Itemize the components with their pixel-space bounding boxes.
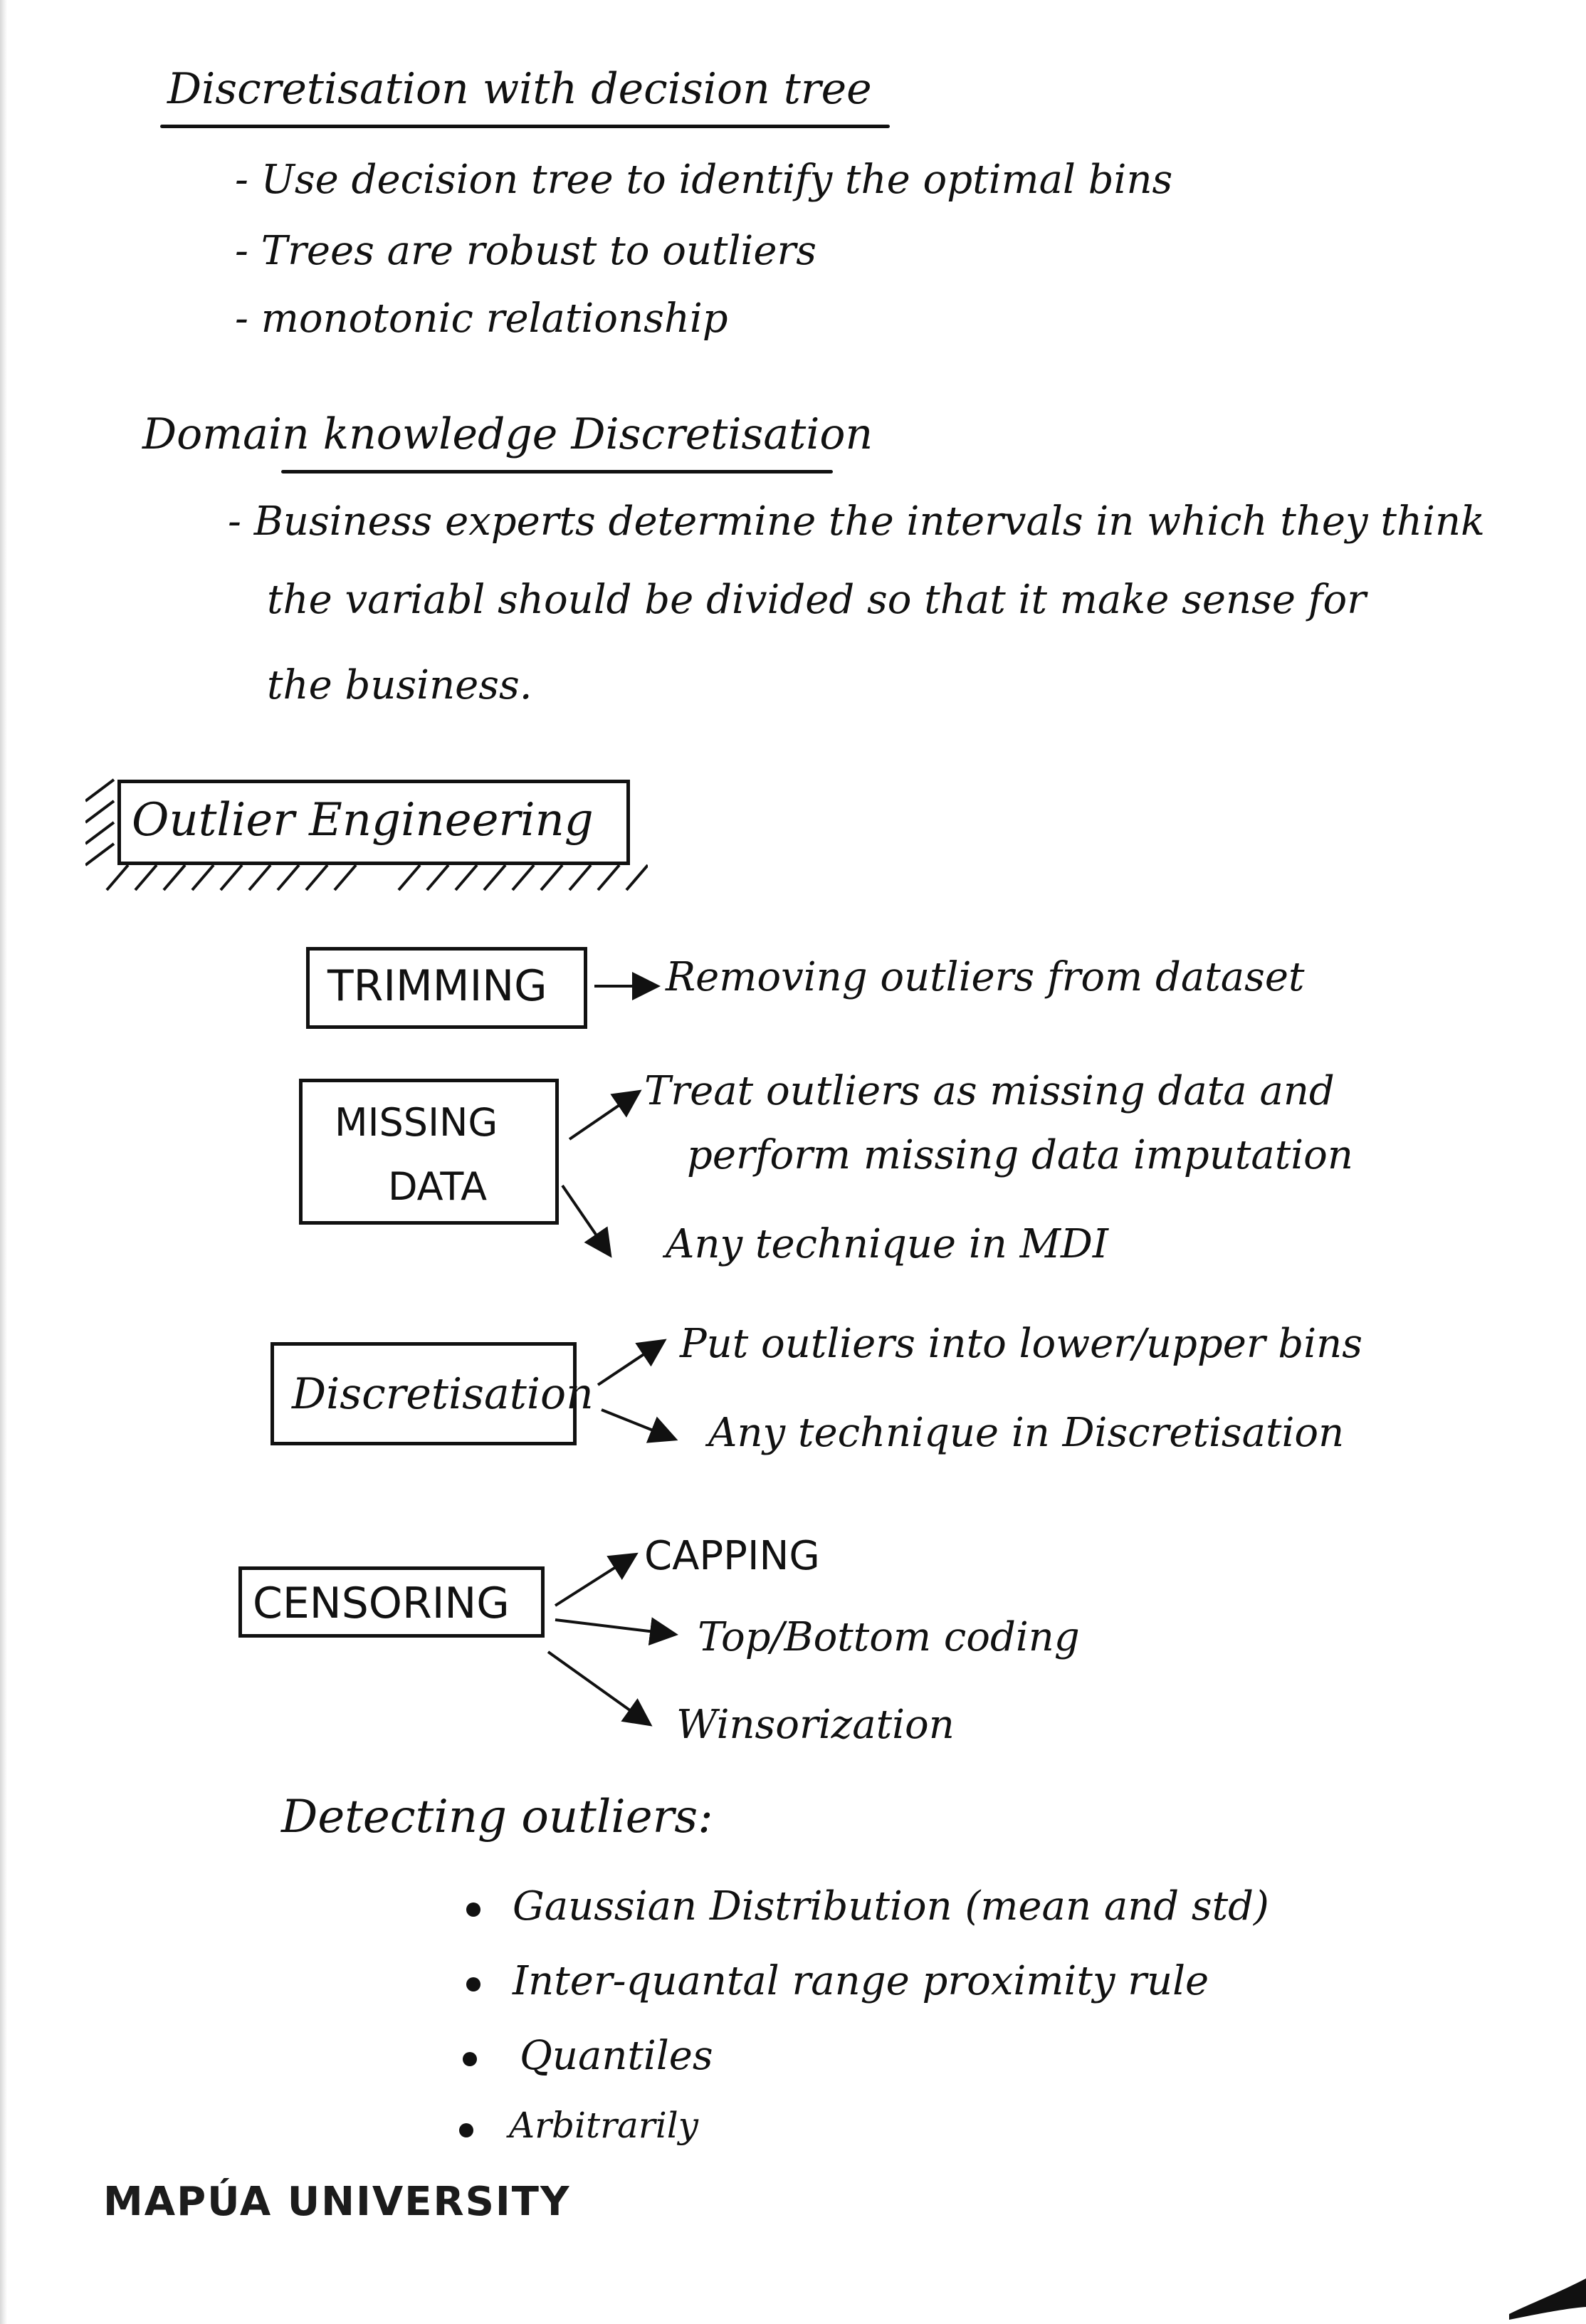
method-item: Treat outliers as missing data and [644,1068,1335,1114]
university-brand: MAPÚA UNIVERSITY [103,2179,571,2225]
body-line: - Business experts determine the interva… [228,498,1485,545]
bullet-dot [459,2123,473,2137]
method-item: Any technique in MDI [666,1221,1108,1267]
censoring-label: CENSORING [253,1579,510,1628]
section-title-domain-knowledge: Domain knowledge Discretisation [142,409,873,459]
method-item: Top/Bottom coding [698,1614,1080,1660]
bullet-dot [466,1977,480,1991]
discretisation-box [271,1342,577,1445]
method-item: Removing outliers from dataset [666,954,1305,1000]
section-title-outlier-engineering: Outlier Engineering [132,794,594,847]
detecting-bullet: Quantiles [520,2033,713,2079]
discretisation-label: Discretisation [292,1369,594,1419]
hatch-shading [85,778,648,891]
outlier-engineering-box [117,780,630,865]
method-item: Any technique in Discretisation [708,1410,1345,1456]
detecting-bullet: Inter-quantal range proximity rule [513,1958,1209,2004]
body-line: the business. [267,662,532,708]
missing-data-box [299,1079,559,1225]
body-line: the variabl should be divided so that it… [267,577,1366,623]
bullet-dot [463,2052,477,2066]
method-item: CAPPING [644,1533,820,1579]
corner-mark [1509,2278,1586,2320]
bullet-line: - Trees are robust to outliers [235,228,816,274]
method-item: Winsorization [676,1702,955,1748]
missing-data-label-line2: DATA [388,1164,488,1209]
title-underline [281,470,833,473]
method-item: perform missing data imputation [687,1132,1353,1178]
section-title-decision-tree: Discretisation with decision tree [167,64,872,114]
detecting-bullet: Gaussian Distribution (mean and std) [513,1883,1269,1930]
trimming-label: TRIMMING [327,961,547,1011]
censoring-box [238,1566,545,1638]
title-underline [160,125,890,128]
trimming-box [306,947,587,1029]
bullet-line: - monotonic relationship [235,295,728,342]
page-edge-shadow [0,0,7,2324]
detecting-bullet: Arbitrarily [509,2105,698,2146]
method-item: Put outliers into lower/upper bins [680,1321,1362,1367]
detecting-outliers-title: Detecting outliers: [281,1791,713,1843]
bullet-line: - Use decision tree to identify the opti… [235,157,1173,203]
missing-data-label-line1: MISSING [335,1100,498,1145]
bullet-dot [466,1902,480,1917]
